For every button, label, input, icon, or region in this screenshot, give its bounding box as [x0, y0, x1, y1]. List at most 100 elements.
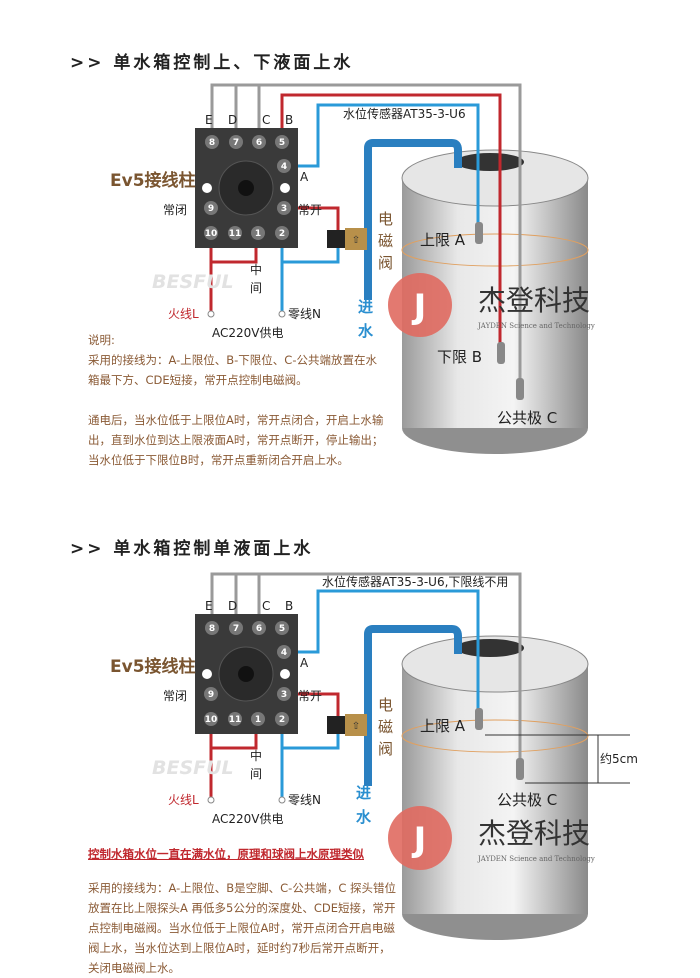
wiring-diagram-2: >> 单水箱控制单液面上水 约5cm 8 7 6 5	[70, 538, 638, 940]
section1-terminals-top-2: 6	[256, 138, 262, 148]
wiring-diagram-1: >> 单水箱控制上、下液面上水 8 7 6 5 4	[70, 52, 595, 454]
section1-terminals-mid-1: 3	[281, 204, 287, 214]
section1-terminals-top-1: 7	[233, 624, 239, 634]
distance-label: 约5cm	[600, 751, 638, 766]
section-title: >> 单水箱控制上、下液面上水	[70, 52, 353, 73]
section1-pin-labels-D: D	[228, 599, 237, 613]
section1-terminals-top-0: 8	[209, 138, 215, 148]
section1-probe-upper: 上限 A	[420, 231, 466, 249]
section1-terminal-block-label: Ev5接线柱	[110, 656, 196, 677]
section2-notes-0: 采用的接线为：A-上限位、B是空脚、C-公共端，C 探头错位放置在比上限探头A …	[88, 881, 397, 975]
section1-middle-label-1: 间	[250, 281, 262, 295]
section1-normally-open: 常开	[298, 689, 322, 703]
section1-middle-label-0: 中	[250, 748, 262, 763]
section1-live-label: 火线L	[168, 307, 199, 321]
section-upper-lower-level: >> 单水箱控制上、下液面上水 8 7 6 5 4	[0, 0, 700, 486]
section1-notes-2	[88, 390, 388, 410]
section-title: >> 单水箱控制单液面上水	[70, 538, 313, 559]
section1-valve-label-1: 磁	[378, 232, 393, 250]
section1-logo-cn: 杰登科技	[478, 284, 590, 317]
section1-logo-cn: 杰登科技	[478, 817, 590, 850]
section1-probe-common: 公共极 C	[497, 409, 557, 427]
section1-pin-labels-C: C	[262, 599, 270, 613]
section1-terminals-top-3: 5	[279, 138, 285, 148]
probe-lower-b	[497, 342, 505, 364]
terminals: 8 7 6 5 4 9 3 10 11 1 2	[204, 135, 291, 240]
section1-terminals-bottom-0: 10	[205, 715, 218, 725]
section2-probe-upper: 上限 A	[420, 717, 466, 735]
solenoid-valve: ⇧	[327, 714, 367, 736]
section1-terminals-bottom-3: 2	[279, 229, 285, 239]
svg-text:⇧: ⇧	[352, 721, 360, 732]
notes-headline: 控制水箱水位一直在满水位，原理和球阀上水原理类似	[88, 847, 364, 861]
section1-inlet-label-1: 水	[356, 808, 372, 826]
section1-terminals-bottom-2: 1	[255, 715, 261, 725]
probe-common-c	[516, 758, 524, 780]
notes-1: 说明: 采用的接线为：A-上限位、B-下限位、C-公共端放置在水箱最下方、CDE…	[88, 330, 388, 470]
svg-text:J: J	[412, 820, 427, 860]
section1-normally-closed: 常闭	[163, 689, 187, 703]
section1-terminals-top-0: 8	[209, 624, 215, 634]
section1-terminals-mid-1: 3	[281, 690, 287, 700]
section1-notes-0: 说明:	[88, 333, 115, 347]
section1-logo-en: JAYDEN Science and Technology	[477, 855, 595, 863]
section1-middle-label-0: 中	[250, 262, 262, 277]
probe-upper-a	[475, 708, 483, 730]
section1-pin-labels-A: A	[300, 170, 309, 184]
section1-middle-label-1: 间	[250, 767, 262, 781]
section1-pin-labels-E: E	[205, 113, 213, 127]
section1-notes-1: 采用的接线为：A-上限位、B-下限位、C-公共端放置在水箱最下方、CDE短接，常…	[88, 353, 377, 387]
logo: J 杰登科技 JAYDEN Science and Technology	[388, 806, 595, 870]
wires	[209, 572, 522, 798]
section1-notes-3: 通电后，当水位低于上限位A时，常开点闭合，开启上水输出，直到水位到达上限液面A时…	[88, 413, 384, 467]
section1-terminals-top-2: 6	[256, 624, 262, 634]
section1-pin-labels-A: A	[300, 656, 309, 670]
section1-valve-label-0: 电	[378, 696, 393, 714]
section1-terminals-bottom-1: 11	[229, 715, 242, 725]
section1-pin-labels-B: B	[285, 113, 293, 127]
watermark: BESFUL	[152, 271, 234, 293]
solenoid-valve: ⇧	[327, 228, 367, 250]
notes-2: 控制水箱水位一直在满水位，原理和球阀上水原理类似 采用的接线为：A-上限位、B是…	[88, 844, 398, 978]
logo: J 杰登科技 JAYDEN Science and Technology	[388, 273, 595, 337]
section1-pin-labels-D: D	[228, 113, 237, 127]
water-tank	[401, 635, 589, 940]
section1-inlet-label-0: 进	[356, 784, 371, 802]
sensor-label: 水位传感器AT35-3-U6	[343, 106, 466, 121]
section1-valve-label-1: 磁	[378, 718, 393, 736]
section1-power-label: AC220V供电	[212, 812, 284, 826]
section1-terminals-bottom-0: 10	[205, 229, 218, 239]
svg-text:⇧: ⇧	[352, 235, 360, 246]
section1-pin-labels-E: E	[205, 599, 213, 613]
section1-terminals-top-1: 7	[233, 138, 239, 148]
section1-neutral-label: 零线N	[288, 793, 321, 807]
section-single-level: >> 单水箱控制单液面上水 约5cm 8 7 6 5	[0, 486, 700, 975]
section2-probe-common: 公共极 C	[497, 791, 557, 809]
section1-valve-label-0: 电	[378, 210, 393, 228]
section1-logo-en: JAYDEN Science and Technology	[477, 322, 595, 330]
distance-marker	[485, 734, 630, 784]
section1-terminals-bottom-1: 11	[229, 229, 242, 239]
section1-live-label: 火线L	[168, 793, 199, 807]
terminals: 8 7 6 5 4 9 3 10 11 1 2	[204, 621, 291, 726]
section1-inlet-label-0: 进	[358, 298, 373, 316]
section1-normally-open: 常开	[298, 203, 322, 217]
section1-terminal-side: 4	[281, 648, 287, 658]
section1-neutral-label: 零线N	[288, 307, 321, 321]
svg-text:J: J	[412, 287, 427, 327]
section1-normally-closed: 常闭	[163, 203, 187, 217]
section1-power-label: AC220V供电	[212, 326, 284, 340]
section1-terminal-side: 4	[281, 162, 287, 172]
sensor-label: 水位传感器AT35-3-U6,下限线不用	[322, 574, 508, 589]
section1-terminals-top-3: 5	[279, 624, 285, 634]
section1-watermark: BESFUL	[152, 757, 234, 779]
section1-inlet-label-1: 水	[358, 322, 374, 340]
section1-terminals-bottom-2: 1	[255, 229, 261, 239]
section1-terminals-mid-0: 9	[208, 204, 214, 214]
section1-pin-labels-C: C	[262, 113, 270, 127]
section1-probe-lower: 下限 B	[437, 348, 482, 366]
section1-pin-labels-B: B	[285, 599, 293, 613]
section1-terminals-mid-0: 9	[208, 690, 214, 700]
section1-valve-label-2: 阀	[378, 740, 393, 758]
terminal-block-label: Ev5接线柱	[110, 170, 196, 191]
